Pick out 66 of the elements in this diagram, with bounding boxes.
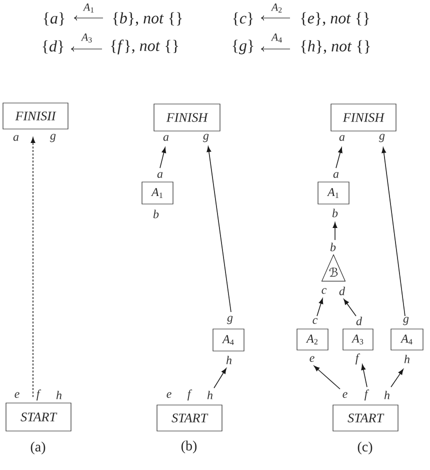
dashed-arrow: [30, 137, 36, 398]
formula-term: {a}: [44, 12, 64, 26]
arrow: [160, 147, 166, 168]
process-box: START: [156, 404, 222, 432]
port-label: g: [203, 134, 209, 142]
process-box: A$_{1}$: [142, 182, 174, 204]
arrow: [336, 147, 342, 168]
formula-term: {b}, not {}: [113, 12, 182, 26]
port-label: b: [332, 208, 338, 218]
port-label: c: [312, 318, 318, 324]
port-label: a: [163, 135, 169, 141]
port-label: e: [14, 392, 20, 398]
arrow: [382, 147, 406, 316]
arrow: [314, 366, 340, 390]
port-label: g: [403, 316, 409, 326]
port-label: a: [333, 172, 339, 178]
port-label: f: [364, 390, 370, 400]
port-label: f: [355, 354, 360, 364]
port-label: h: [404, 354, 410, 364]
port-label: g: [50, 134, 56, 142]
action-label: A$_{3}$: [80, 34, 92, 42]
process-box: A$_{2}$: [296, 328, 328, 350]
port-label: f: [36, 390, 42, 400]
port-label: b: [330, 242, 336, 252]
action-label: A$_{2}$: [270, 4, 282, 12]
action-label: A$_{1}$: [82, 4, 94, 12]
formula-term: {f}, not {}: [111, 40, 178, 54]
formula-term: {e}, not {}: [301, 12, 369, 26]
arrow: [316, 298, 324, 316]
formula-term: {g}: [232, 40, 254, 54]
arrow: [214, 368, 226, 388]
port-label: h: [207, 390, 212, 400]
port-label: h: [384, 390, 390, 400]
arrow: [344, 299, 356, 316]
port-label: h: [56, 390, 62, 400]
port-label: d: [339, 286, 346, 296]
port-label: c: [322, 288, 327, 294]
port-label: h: [226, 356, 232, 364]
process-box: START: [332, 404, 398, 432]
process-box: A$_{1}$: [318, 182, 350, 204]
port-label: e: [310, 356, 314, 362]
port-label: a: [13, 135, 19, 141]
port-label: b: [153, 210, 159, 218]
arrow: [390, 369, 404, 388]
action-label: A$_{4}$: [270, 34, 282, 42]
process-box: FINISH: [154, 104, 220, 132]
process-box: START: [6, 402, 72, 432]
process-box: A$_{4}$: [390, 328, 424, 350]
port-label: d: [356, 316, 362, 326]
process-box: A$_{4}$: [212, 328, 244, 352]
process-box: FINISH: [330, 104, 396, 132]
port-label: g: [227, 316, 233, 324]
port-label: a: [339, 135, 345, 141]
port-label: f: [187, 390, 192, 400]
port-label: g: [379, 134, 385, 142]
arrow: [332, 222, 338, 240]
port-label: e: [166, 392, 172, 398]
arrow: [361, 364, 368, 388]
formula-term: {d}: [42, 40, 64, 54]
process-box: FINISII: [2, 102, 68, 130]
arrow: [206, 146, 232, 312]
port-label: e: [342, 392, 348, 398]
formula-term: {h}, not {}: [301, 40, 370, 54]
port-label: a: [157, 172, 163, 178]
process-box: A$_{3}$: [342, 328, 374, 350]
formula-term: {c}: [233, 12, 253, 26]
